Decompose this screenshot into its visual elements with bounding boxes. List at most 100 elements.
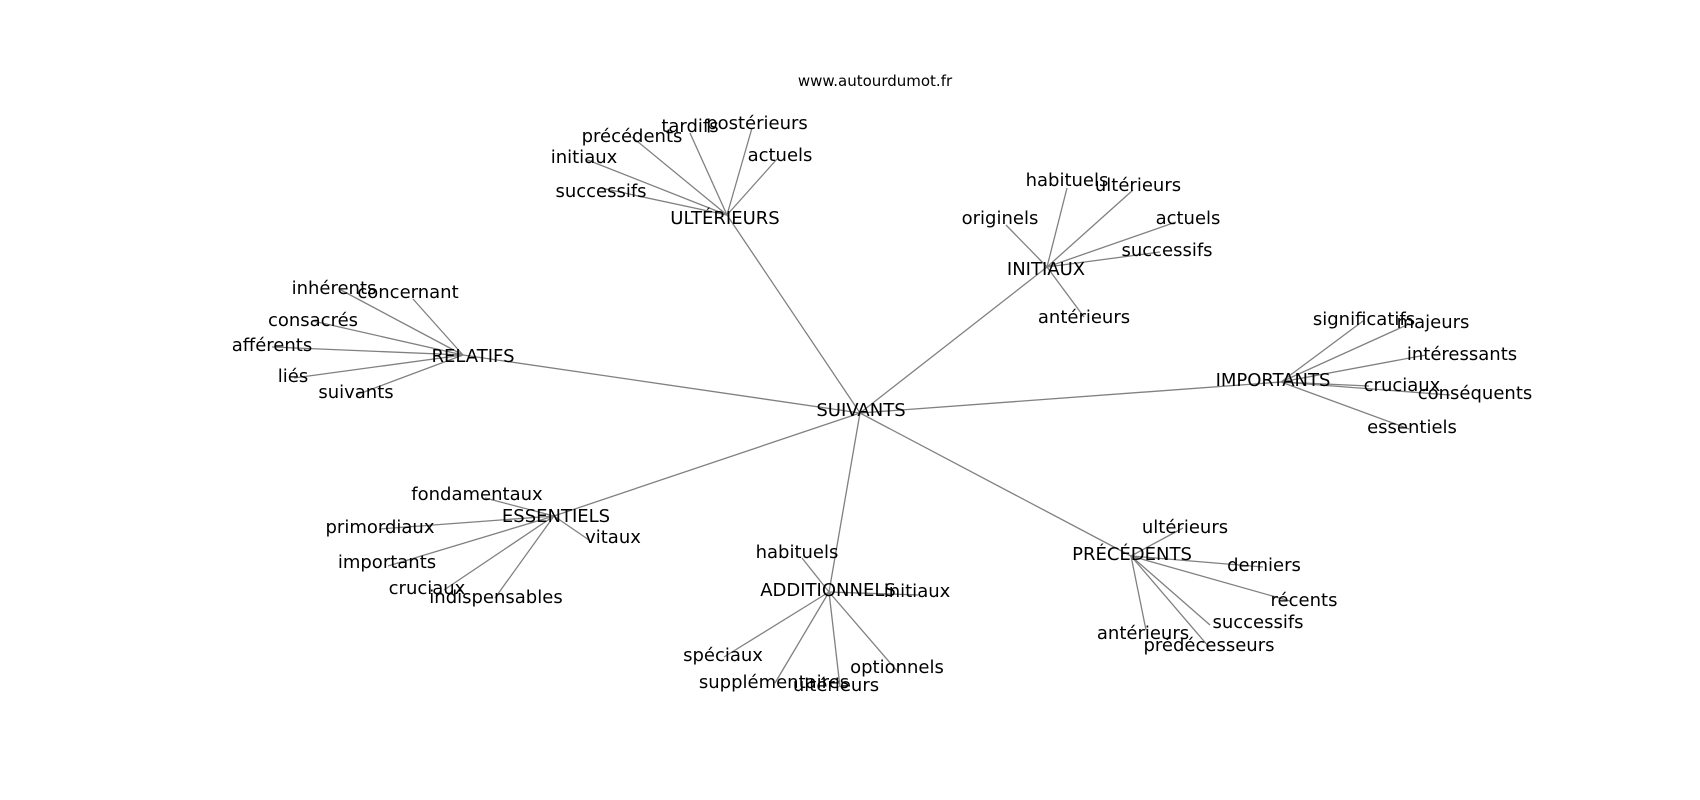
leaf-node-label: vitaux [585,527,641,548]
edge-group-0-child-5 [600,187,728,216]
edge-group-5-child-4 [774,591,830,684]
edge-center-to-4 [553,412,861,517]
edge-group-1-child-2 [1046,221,1177,268]
leaf-node-label: antérieurs [1038,307,1130,328]
edge-group-1-child-1 [1046,189,1134,268]
edge-group-5-child-0 [801,557,830,593]
leaf-node-label: derniers [1227,555,1301,576]
leaf-node-label: intéressants [1407,344,1517,365]
leaf-node-label: conséquents [1418,383,1533,404]
edge-group-1-child-4 [1005,224,1048,268]
edge-center-to-0 [726,214,861,414]
group-node-label: RELATIFS [431,346,514,367]
leaf-node-label: spéciaux [683,645,763,666]
leaf-node-label: antérieurs [1097,623,1189,644]
edge-center-to-5 [828,412,861,593]
leaf-node-label: prédécesseurs [1144,635,1275,656]
leaf-node-label: inhérents [292,278,377,299]
leaf-node-label: successifs [555,181,646,202]
edge-group-1-child-3 [1046,251,1161,268]
edge-group-6-child-0 [1130,527,1184,557]
leaf-node-label: significatifs [1313,309,1415,330]
edge-group-2-child-3 [271,346,464,356]
edge-group-4-child-3 [387,515,555,567]
edge-group-0-child-3 [584,158,728,216]
group-node-label: ADDITIONNELS [760,580,896,601]
leaf-node-label: indispensables [429,587,562,608]
edge-group-1-child-0 [1046,187,1068,268]
edge-group-2-child-0 [338,288,464,356]
edge-group-0-child-0 [631,136,728,216]
edge-group-4-child-5 [494,515,555,599]
leaf-node-label: afférents [232,335,312,356]
edge-center-to-2 [462,354,861,414]
edge-group-4-child-4 [443,515,555,591]
leaf-node-label: successifs [1121,240,1212,261]
edge-group-4-child-0 [484,497,555,517]
leaf-node-label: récents [1271,590,1338,611]
leaf-node-label: originels [962,208,1039,229]
leaf-node-label: actuels [1156,208,1221,229]
leaf-node-label: cruciaux [1364,375,1441,396]
edge-group-5-child-3 [828,591,899,673]
leaf-node-label: consacrés [268,310,358,331]
leaf-node-label: successifs [1212,612,1303,633]
leaf-node-label: suivants [318,382,393,403]
edge-group-3-child-0 [1280,320,1364,383]
edge-group-0-child-1 [689,132,728,216]
leaf-node-label: habituels [756,542,839,563]
leaf-node-label: postérieurs [706,113,808,134]
edge-group-3-child-2 [1280,354,1427,383]
edge-group-3-child-4 [1280,381,1451,396]
edge-group-5-child-2 [723,591,830,658]
edge-group-3-child-5 [1280,381,1410,430]
source-watermark: www.autourdumot.fr [797,72,953,90]
edge-group-5-child-5 [828,591,841,688]
leaf-node-label: primordiaux [326,517,435,538]
edge-center-to-6 [859,412,1132,557]
leaf-node-label: optionnels [850,657,944,678]
edge-group-2-child-2 [312,320,464,356]
leaf-node-label: précédents [582,126,683,147]
leaf-node-label: majeurs [1397,312,1470,333]
leaf-node-label: ultérieurs [793,675,879,696]
leaf-node-label: initiaux [551,147,618,168]
leaf-node-label: habituels [1026,170,1109,191]
leaf-node-label: importants [338,552,436,573]
leaf-node-label: ultérieurs [1142,517,1228,538]
group-node-label: IMPORTANTS [1216,370,1331,391]
graph-labels: SUIVANTSULTÉRIEURSprécédentstardifsposté… [232,113,1532,696]
edge-group-6-child-1 [1130,555,1264,568]
edge-group-5-child-1 [828,591,919,596]
edge-center-to-3 [859,381,1282,414]
leaf-node-label: concernant [357,282,458,303]
edge-group-2-child-5 [355,354,464,396]
group-node-label: ESSENTIELS [502,506,610,527]
leaf-node-label: ultérieurs [1095,175,1181,196]
leaf-node-label: liés [278,366,308,387]
leaf-node-label: essentiels [1367,417,1457,438]
edge-group-2-child-1 [412,298,464,356]
leaf-node-label: actuels [748,145,813,166]
group-node-label: PRÉCÉDENTS [1072,543,1192,565]
graph-edges [271,127,1451,688]
edge-group-6-child-2 [1130,555,1291,602]
edge-group-2-child-4 [293,354,464,379]
edge-group-6-child-3 [1130,555,1211,626]
edge-group-0-child-4 [726,158,778,216]
edge-group-4-child-2 [553,515,590,541]
leaf-node-label: initiaux [884,581,951,602]
edge-group-4-child-1 [378,515,555,530]
group-node-label: INITIAUX [1007,259,1085,280]
edge-group-6-child-5 [1130,555,1210,648]
edge-group-0-child-2 [726,127,753,216]
edge-center-to-1 [859,266,1048,414]
leaf-node-label: cruciaux [389,578,466,599]
edge-group-6-child-4 [1130,555,1147,631]
center-node-label: SUIVANTS [816,400,905,421]
leaf-node-label: supplémentaires [699,672,849,693]
group-node-label: ULTÉRIEURS [670,207,779,229]
edge-group-3-child-1 [1280,323,1410,383]
edge-group-1-child-5 [1046,266,1085,318]
